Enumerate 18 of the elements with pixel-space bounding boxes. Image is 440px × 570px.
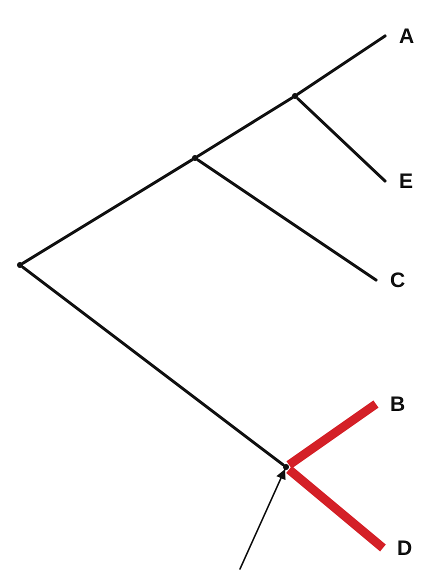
branch-point	[283, 464, 289, 470]
branch-point	[17, 262, 23, 268]
taxon-label: E	[385, 168, 419, 194]
branch-point	[192, 155, 198, 161]
tree-branch	[296, 97, 386, 182]
tree-branch	[22, 158, 194, 265]
branch-point	[292, 93, 298, 99]
tree-branch	[286, 466, 386, 552]
taxon-label: C	[376, 267, 410, 293]
tree-branch	[22, 266, 284, 466]
taxon-label: A	[385, 23, 419, 49]
tree-branch	[196, 158, 378, 282]
tree-branch	[286, 400, 379, 469]
pointer-arrow	[239, 469, 286, 570]
tree-branch	[296, 34, 386, 96]
tree-branch	[196, 96, 294, 158]
taxon-label: D	[383, 535, 417, 561]
taxon-label: B	[376, 391, 410, 417]
